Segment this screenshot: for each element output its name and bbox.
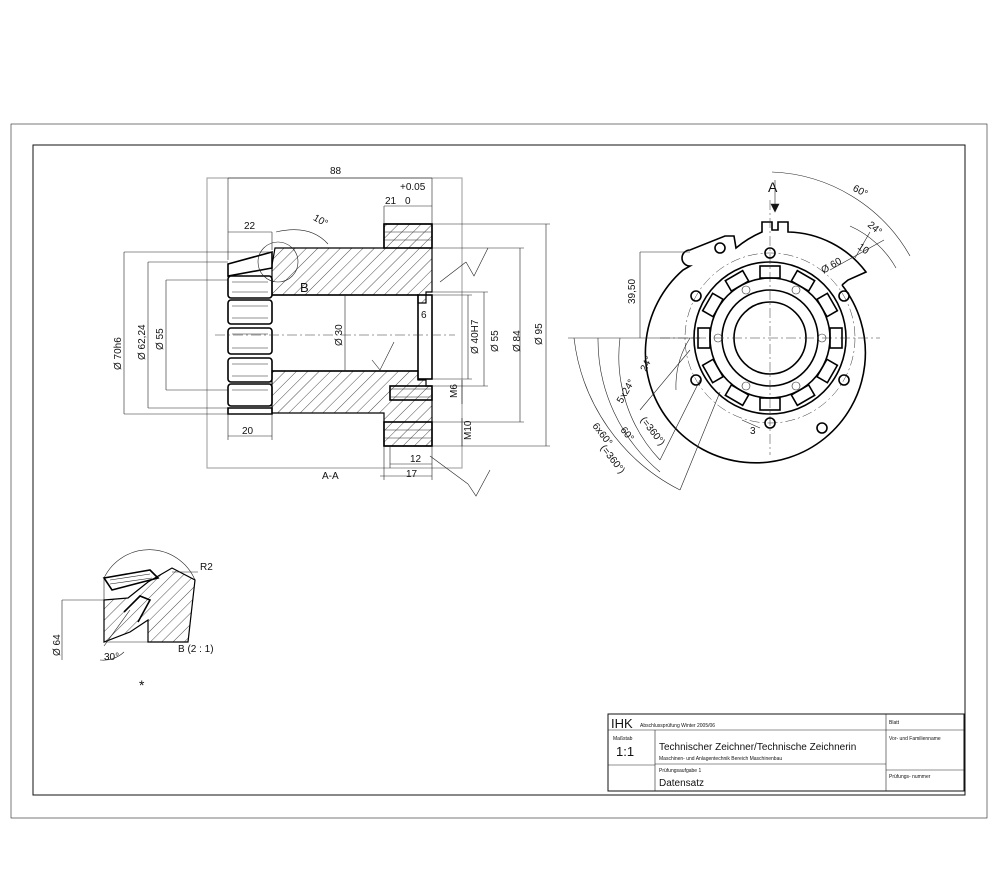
dim-dia-62: Ø 62,24 [137,324,148,360]
section-body-top [271,223,433,304]
tapped-hole [389,385,433,401]
thread-m10: M10 [463,420,474,440]
dim-angle-360-a: (=360°) [638,415,667,448]
bolt-holes [690,242,850,434]
ihk-logo: IHK [611,716,633,731]
title-block: IHK Abschlussprüfung Winter 2005/06 Maßs… [607,713,965,792]
field-name: Vor- und Familienname [889,736,941,742]
field-date: Blatt [889,720,900,726]
outer-frame [10,123,988,819]
dim-20: 20 [242,426,254,437]
thread-m6: M6 [449,384,460,398]
task-label: Prüfungsaufgabe 1 [659,768,701,774]
dim-dia-70: Ø 70h6 [113,337,124,370]
dim-angle-360-b: (=360°) [598,443,627,476]
dim-tol-upper: +0.05 [400,182,426,193]
scale-label: Maßstab [613,736,633,742]
flange-teeth [383,223,433,447]
detail-view-b: R2 Ø 64 30° B (2 : 1) * [52,549,214,693]
detail-dimension-lines [61,571,198,661]
drawing-subtitle: Maschinen- und Anlagentechnik Bereich Ma… [659,756,782,762]
detail-label-b: B [300,280,309,295]
dim-dia-84: Ø 84 [512,330,523,352]
dim-39-50: 39,50 [627,279,638,304]
dim-angle-60: 60° [851,183,870,200]
dim-angle-60-b: 60° [618,425,636,444]
section-view: 88 +0.05 0 21 22 10° B 20 12 17 Ø 70h6 Ø… [113,166,550,497]
dim-dia-55-right: Ø 55 [490,330,501,352]
slot-pattern [697,265,843,411]
detail-angle: 30° [104,652,119,663]
dim-angle-5x24: 5x24° [615,378,637,406]
detail-boundary [103,549,196,643]
detail-caption: B (2 : 1) [178,644,214,655]
dim-22: 22 [244,221,256,232]
dim-tol-lower: 0 [405,196,411,207]
drawing-title: Technischer Zeichner/Technische Zeichner… [659,742,856,753]
dim-angle-6x60: 6x60° [590,421,614,448]
dim-angle-24: 24° [865,220,884,238]
border-frame [32,144,966,796]
dim-dia-40: Ø 40H7 [470,319,481,354]
collet-fingers [227,250,273,415]
dim-dia-95: Ø 95 [534,323,545,345]
keyway [417,294,433,380]
section-caption: A-A [322,471,339,482]
detail-radius: R2 [200,562,213,573]
exam-title: Abschlussprüfung Winter 2005/06 [640,723,715,729]
detail-collet [102,569,160,591]
section-dimension-lines [123,177,550,497]
section-body-bottom [271,370,433,447]
dim-dia-60: Ø 60 [820,256,845,277]
detail-hatch [103,567,196,643]
detail-groove [123,595,152,623]
dim-angle-24-left: 24° [639,355,655,373]
front-view: A 60° 24° 10 Ø 60 39,50 24° 5x24° (=360°… [568,171,911,491]
dim-dia-55-left: Ø 55 [155,328,166,350]
dim-21: 21 [385,196,397,207]
field-number: Prüfungs- nummer [889,774,931,780]
dim-88: 88 [330,166,342,177]
section-mark-a: A [768,179,778,195]
front-dimension-lines [568,171,911,491]
outer-contour [644,221,868,464]
dim-17: 17 [406,469,418,480]
dim-dia-30: Ø 30 [334,324,345,346]
dim-6: 6 [421,310,427,321]
detail-diameter: Ø 64 [52,634,63,656]
detail-circle-b [257,241,299,283]
detail-asterisk: * [139,677,145,693]
scale-value: 1:1 [616,744,634,759]
dim-12: 12 [410,454,422,465]
dim-3: 3 [750,426,756,437]
dim-angle-10: 10° [311,213,330,230]
dataset-label: Datensatz [659,778,704,789]
